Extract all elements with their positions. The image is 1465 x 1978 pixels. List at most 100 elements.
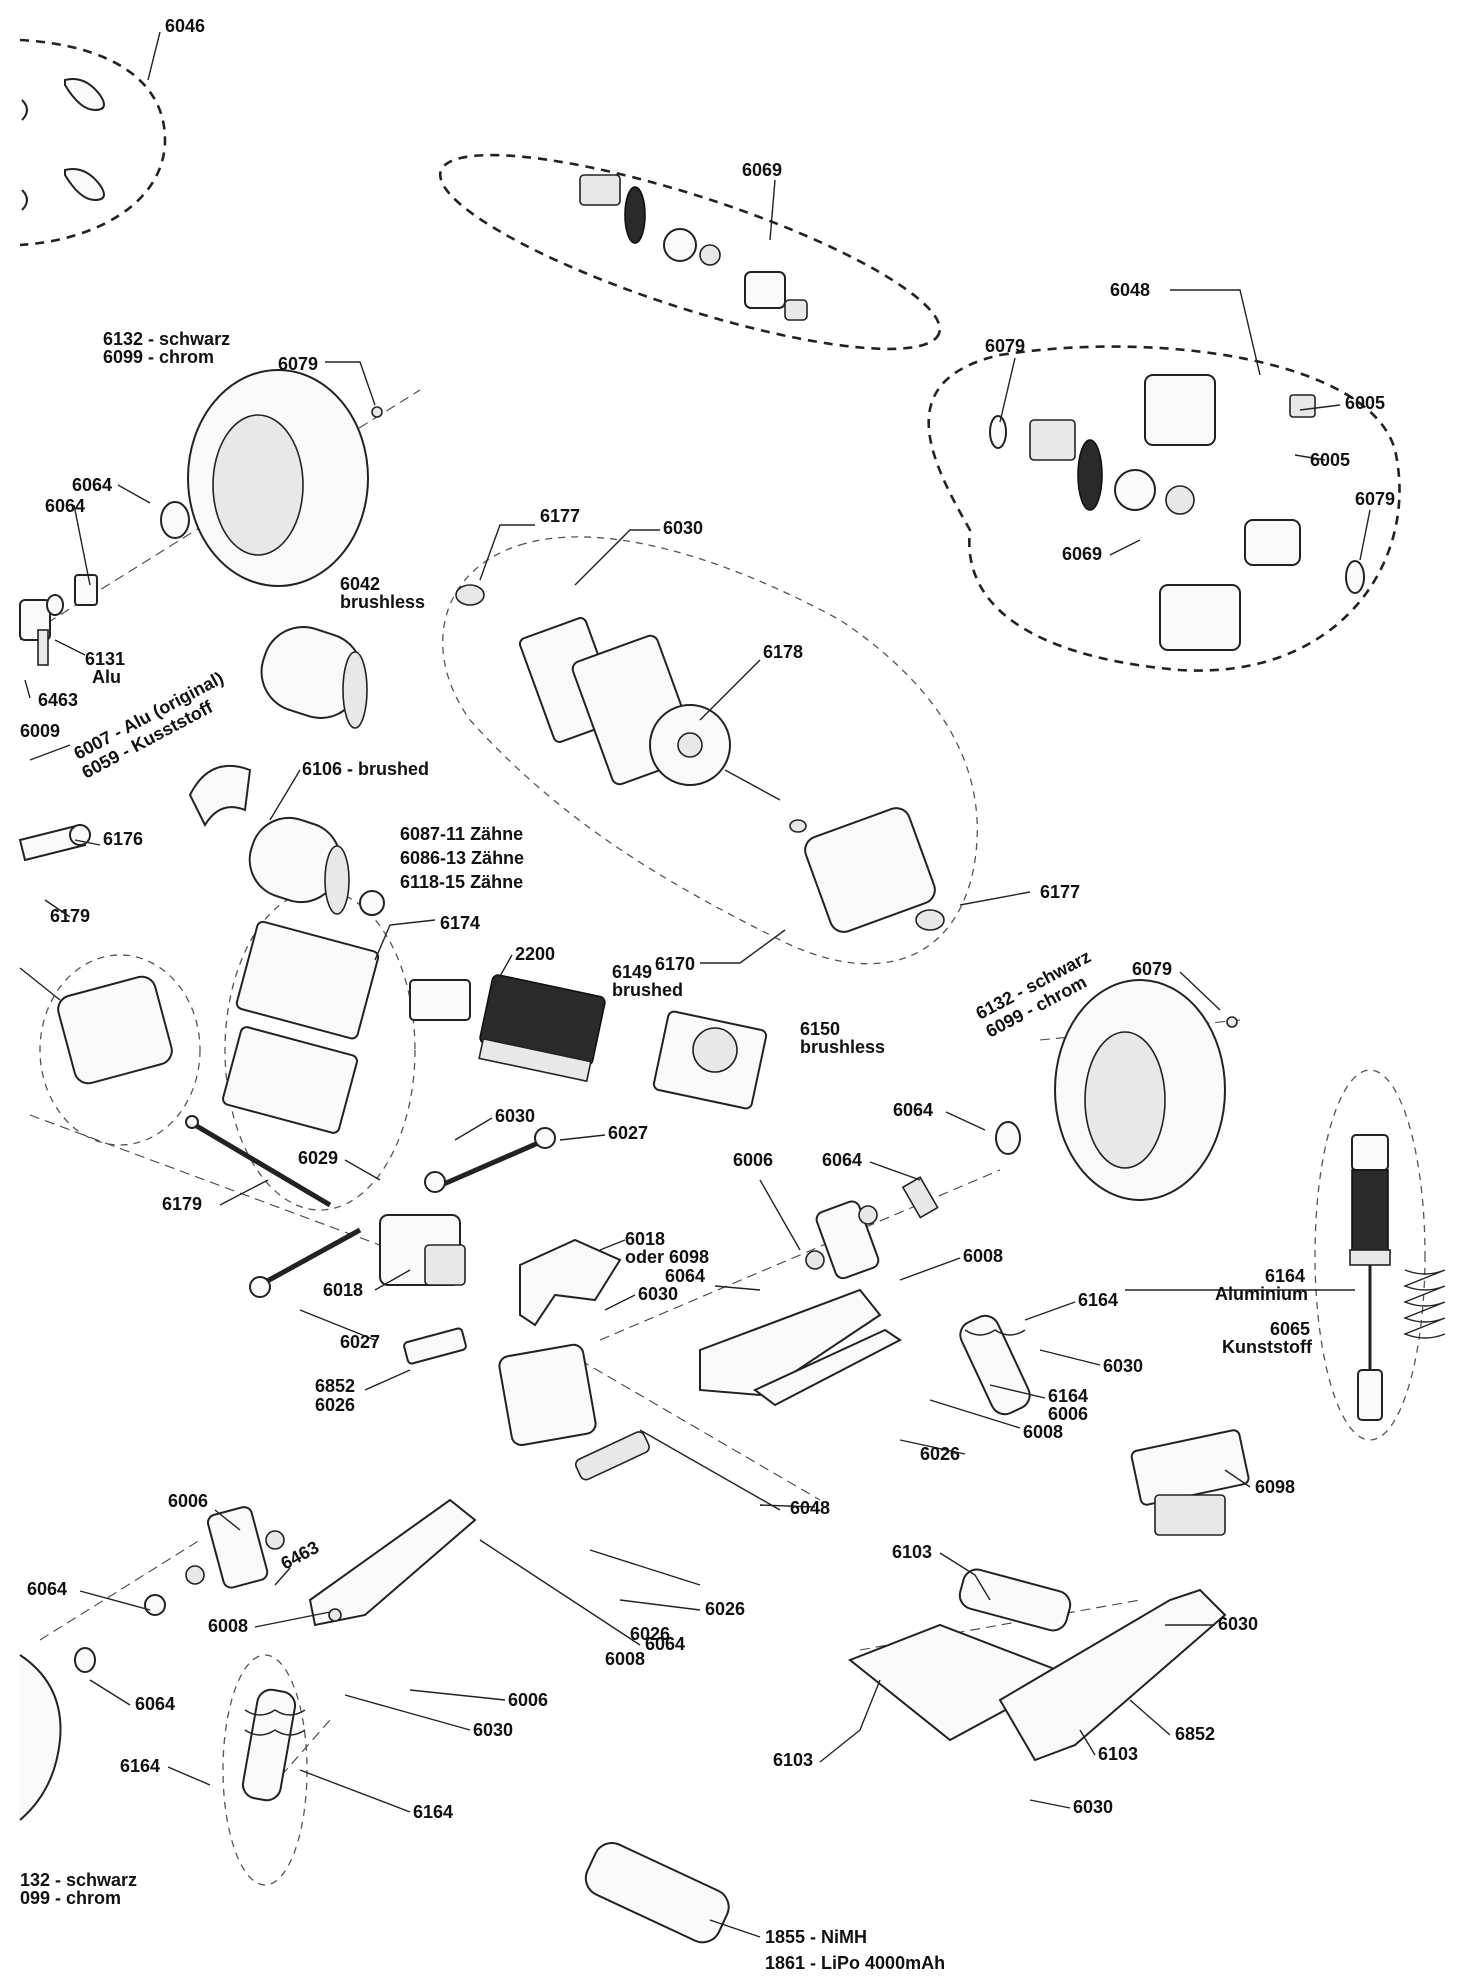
steering-block-part <box>19 574 98 666</box>
spur-gear-assembly-part <box>455 584 945 933</box>
part-label: 6027 <box>340 1332 380 1352</box>
part-label: 6030 <box>663 518 703 538</box>
group-6164-outline <box>1314 1069 1426 1441</box>
part-label: 6008 <box>963 1246 1003 1266</box>
part-label: 6048 <box>1110 280 1150 300</box>
part-label: 132 - schwarz <box>20 1870 137 1890</box>
leader-line <box>1039 1349 1101 1366</box>
leader-line <box>344 1159 381 1181</box>
leader-line <box>214 1509 241 1531</box>
part-label: 6178 <box>763 642 803 662</box>
leader-line <box>79 1590 151 1611</box>
bumper-6098-part <box>1130 1429 1250 1536</box>
leader-line <box>619 1599 701 1611</box>
leader-line <box>454 1117 493 1141</box>
part-label: 6132 - schwarz <box>103 329 230 349</box>
part-label: 6463 <box>38 690 78 710</box>
leader-line <box>589 1549 701 1586</box>
leader-line <box>1109 539 1141 556</box>
part-label: 6042 <box>340 574 380 594</box>
leader-line <box>1359 509 1371 561</box>
leader-line <box>899 1439 966 1455</box>
leader-line <box>759 1179 801 1251</box>
leader-line <box>999 357 1016 423</box>
leader-line <box>344 1694 471 1731</box>
leader-line <box>700 929 786 964</box>
part-label: 1861 - LiPo 4000mAh <box>765 1953 945 1973</box>
leader-line <box>24 679 31 699</box>
part-label: Alu <box>92 667 121 687</box>
leader-line <box>325 361 376 406</box>
part-label: 6164 <box>120 1756 160 1776</box>
part-label: 6177 <box>540 506 580 526</box>
part-label: 6064 <box>822 1150 862 1170</box>
part-label: 6131 <box>85 649 125 669</box>
part-label: 6064 <box>665 1266 705 1286</box>
leader-line <box>714 1285 761 1291</box>
group-6069-outline <box>438 153 942 351</box>
part-label: 6103 <box>892 1542 932 1562</box>
part-label: 6026 <box>920 1444 960 1464</box>
leader-line <box>574 529 660 586</box>
part-label: 6106 - brushed <box>302 759 429 779</box>
leader-line <box>1179 971 1221 1011</box>
part-label: 6164 <box>413 1802 453 1822</box>
part-label: brushless <box>800 1037 885 1057</box>
leader-line <box>929 1399 1021 1429</box>
leader-line <box>274 1567 291 1586</box>
part-label: 6005 <box>1310 450 1350 470</box>
part-label: 6009 <box>20 721 60 741</box>
axis-line <box>579 1359 821 1501</box>
leader-line <box>374 919 436 961</box>
gear-cover-6179-part <box>19 967 173 1085</box>
part-label: Aluminium <box>1215 1284 1308 1304</box>
part-label: 6079 <box>985 336 1025 356</box>
leader-line <box>117 484 151 504</box>
part-label: 6098 <box>1255 1477 1295 1497</box>
leader-line <box>1294 454 1326 461</box>
part-label: 6176 <box>103 829 143 849</box>
battery-pack-part <box>584 1842 730 1944</box>
group-6046-outline <box>19 38 167 247</box>
leader-line <box>899 1257 961 1281</box>
leader-line <box>269 769 301 821</box>
leader-line <box>1170 289 1261 376</box>
tire-lower-left-part <box>19 1647 96 1821</box>
part-label: 6008 <box>208 1616 248 1636</box>
part-label: 6026 <box>315 1395 355 1415</box>
brushless-motor-6042-part <box>260 626 368 729</box>
part-label: 6029 <box>298 1148 338 1168</box>
tire-upper-right-part <box>995 979 1238 1201</box>
part-label: 6006 <box>508 1690 548 1710</box>
part-label: 6079 <box>278 354 318 374</box>
part-label: 6026 <box>630 1624 670 1644</box>
part-label: 6030 <box>638 1284 678 1304</box>
part-label: 6069 <box>742 160 782 180</box>
part-label: 6046 <box>165 16 205 36</box>
leader-line <box>479 524 535 581</box>
leader-line <box>299 1769 411 1813</box>
leader-line <box>494 954 513 986</box>
part-label: 6852 <box>315 1376 355 1396</box>
shock-right-part <box>959 1314 1031 1416</box>
leader-line <box>147 31 161 81</box>
part-label: 6164 <box>1078 1290 1118 1310</box>
leader-line <box>959 891 1031 906</box>
part-label: 1855 - NiMH <box>765 1927 867 1947</box>
part-label: 6103 <box>1098 1744 1138 1764</box>
leader-line <box>639 1429 781 1511</box>
gearbox-6048-part <box>989 374 1365 651</box>
leader-line <box>74 839 101 846</box>
diff-housing-center-part <box>403 1327 650 1481</box>
a-arm-right-part <box>699 1288 902 1407</box>
part-label: 6064 <box>45 496 85 516</box>
steering-linkage-part <box>249 1127 556 1298</box>
part-label: 6006 <box>1048 1404 1088 1424</box>
leader-line <box>254 1611 331 1628</box>
leader-line <box>54 639 86 656</box>
battery-box-6174-part <box>222 920 380 1134</box>
leader-line <box>1224 1469 1251 1488</box>
part-label: 099 - chrom <box>20 1888 121 1908</box>
leader-line <box>699 659 761 721</box>
